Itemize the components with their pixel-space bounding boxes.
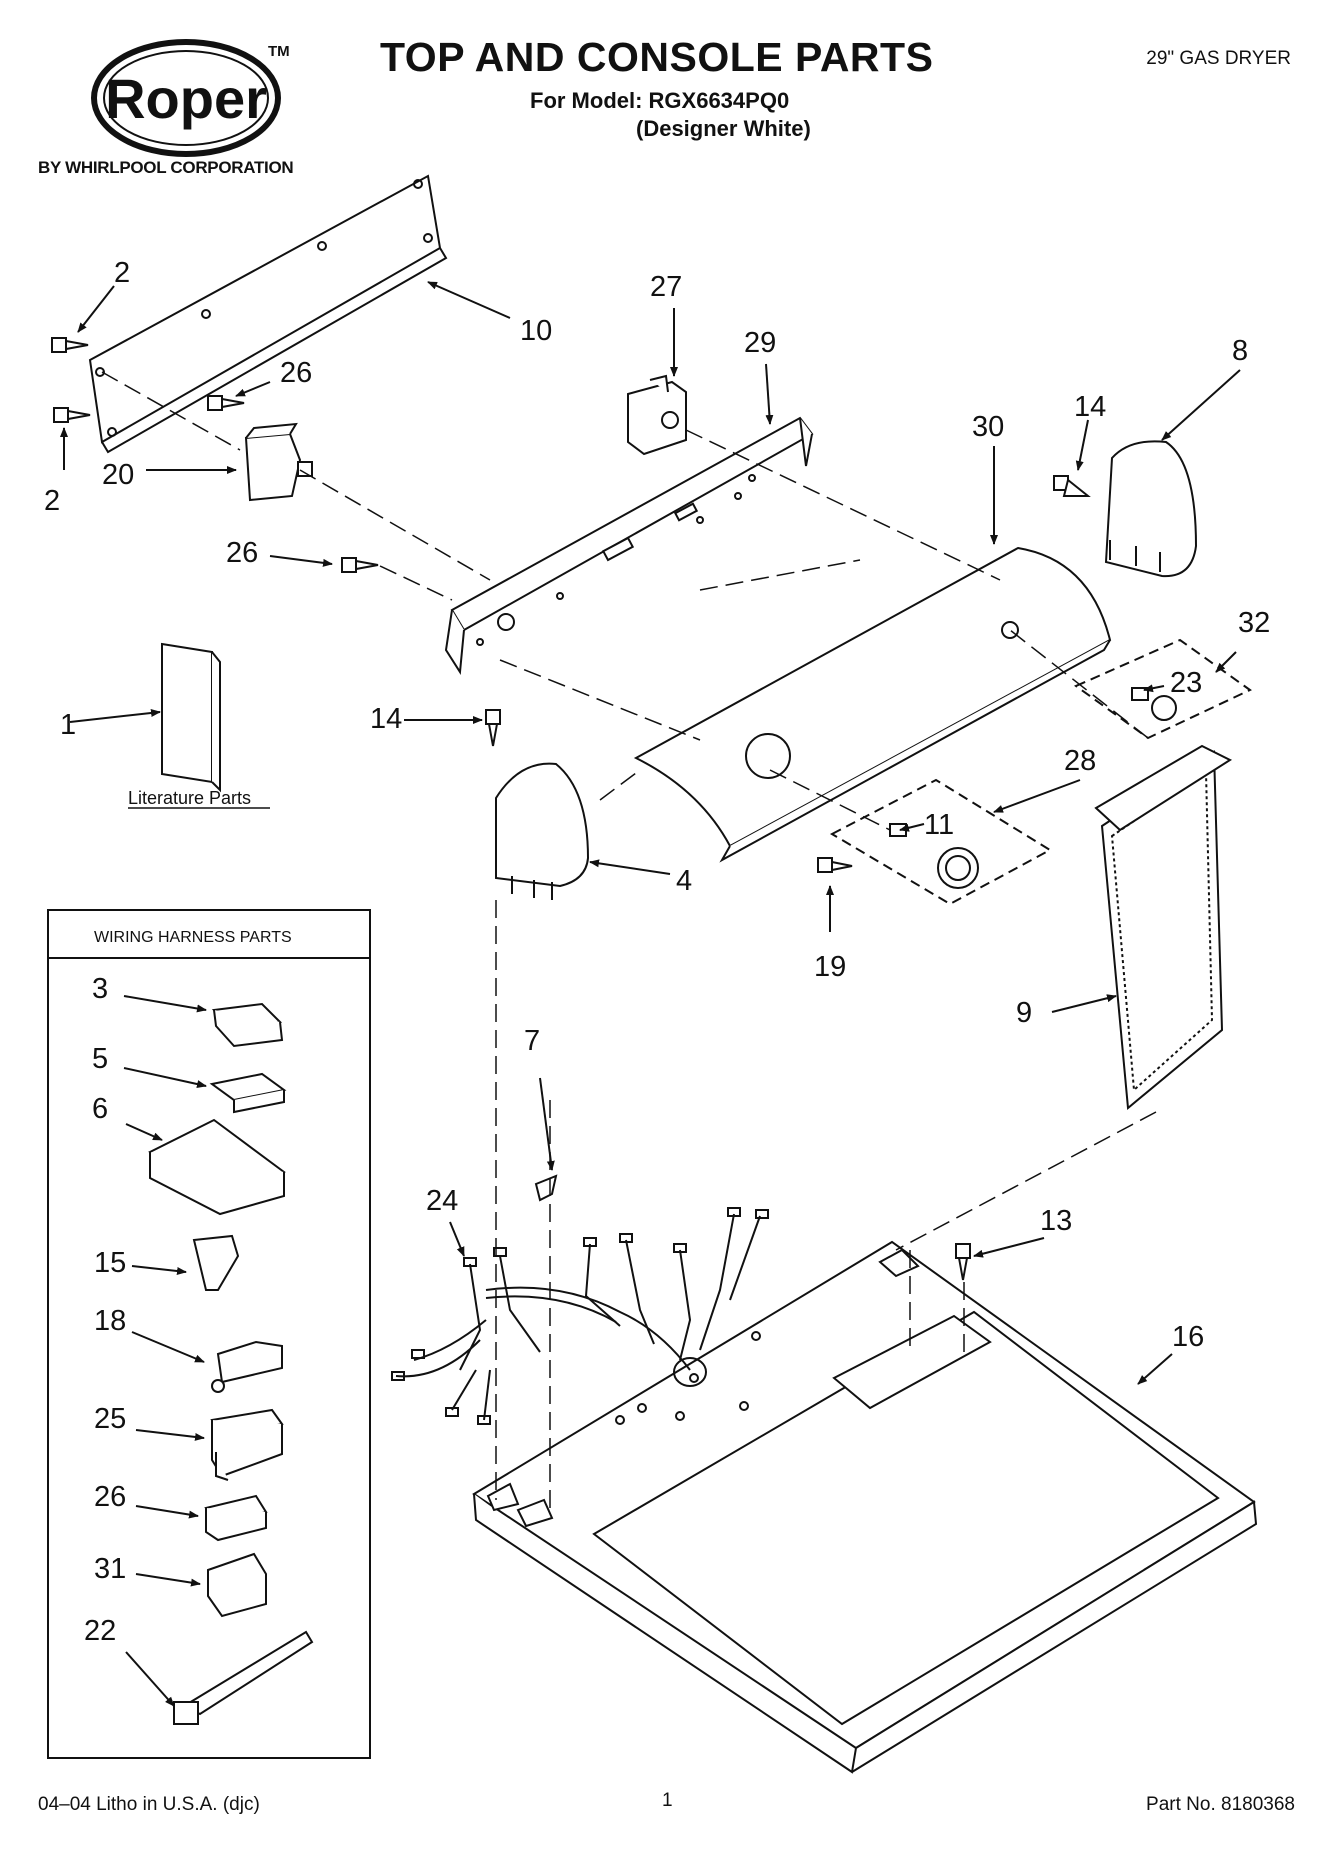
console-30 <box>633 546 1112 863</box>
screw-26b <box>341 557 379 573</box>
literature-booklet <box>161 642 221 793</box>
callout-14a: 14 <box>1074 391 1106 423</box>
callout-8: 7 <box>524 1025 540 1057</box>
litho-note: 04–04 Litho in U.S.A. (djc) <box>38 1794 260 1815</box>
dryer-top-16 <box>472 1240 1258 1774</box>
callout-30: 30 <box>972 411 1004 443</box>
page-title: TOP AND CONSOLE PARTS <box>380 34 934 80</box>
screw-26a <box>207 395 245 411</box>
console-rail-29 <box>444 416 814 675</box>
model-number: For Model: RGX6634PQ0 <box>530 88 790 113</box>
screw-13 <box>955 1243 971 1281</box>
brand-tagline: BY WHIRLPOOL CORPORATION <box>38 158 294 177</box>
screw-2b <box>53 407 91 423</box>
callout-9: 10 <box>520 315 552 347</box>
roper-logo: Roper TM <box>91 39 290 157</box>
callout-27: 27 <box>650 271 682 303</box>
callout-29: 29 <box>744 327 776 359</box>
callout-26b: 26 <box>226 537 258 569</box>
endcap-4 <box>495 762 590 900</box>
callout-22: 22 <box>84 1615 116 1647</box>
svg-text:TM: TM <box>268 43 290 60</box>
callout-14b: 14 <box>370 703 402 735</box>
callout-2a: 2 <box>114 257 130 289</box>
callout-6: 6 <box>92 1093 108 1125</box>
callout-15: 15 <box>94 1247 126 1279</box>
model-variant: (Designer White) <box>636 116 811 141</box>
callout-11: 11 <box>924 809 954 841</box>
callout-20: 23 <box>1170 667 1202 699</box>
callout-arrows <box>60 281 1241 1707</box>
callout-28: 28 <box>1064 745 1096 777</box>
callout-24: 25 <box>94 1403 126 1435</box>
callout-25: 26 <box>94 1481 126 1513</box>
endcap-7 <box>1104 440 1198 578</box>
wiring-harness-23 <box>391 1207 769 1425</box>
callout-16: 16 <box>1172 1321 1204 1353</box>
page-number: 1 <box>662 1790 673 1811</box>
svg-text:Roper: Roper <box>105 67 267 130</box>
callout-labels: 2 2 10 26 20 26 27 29 30 14 8 32 23 14 1… <box>44 257 1270 1647</box>
callout-32: 32 <box>1238 607 1270 639</box>
console-back-panel <box>88 174 448 454</box>
callout-7: 8 <box>1232 335 1248 367</box>
timer-27 <box>627 374 687 456</box>
part-number: Part No. 8180368 <box>1146 1794 1295 1815</box>
product-type: 29" GAS DRYER <box>1146 48 1291 69</box>
callout-3: 3 <box>92 973 108 1005</box>
callout-23: 24 <box>426 1185 458 1217</box>
harness-parts-box <box>47 909 371 1759</box>
callout-21: 20 <box>102 459 134 491</box>
screw-19 <box>817 857 853 873</box>
knob-20 <box>1131 687 1177 721</box>
callout-19: 19 <box>814 951 846 983</box>
callout-26a: 26 <box>280 357 312 389</box>
callout-31: 31 <box>94 1553 126 1585</box>
switch-21 <box>244 422 313 502</box>
callout-1: 1 <box>60 709 76 741</box>
lint-screen-10 <box>1094 744 1233 1110</box>
harness-box-title: WIRING HARNESS PARTS <box>94 929 292 946</box>
callout-5: 5 <box>92 1043 108 1075</box>
screw-14b <box>485 709 501 747</box>
literature-caption: Literature Parts <box>128 788 251 808</box>
callout-13: 13 <box>1040 1205 1072 1237</box>
screw-14a <box>1053 475 1091 497</box>
knob-group-28 <box>829 778 1053 906</box>
clip-8 <box>534 1174 558 1202</box>
knob-group-32 <box>1074 638 1252 740</box>
screw-2a <box>51 337 89 353</box>
callout-2b: 2 <box>44 485 60 517</box>
callout-10: 9 <box>1016 997 1032 1029</box>
callout-4: 4 <box>676 865 692 897</box>
callout-18: 18 <box>94 1305 126 1337</box>
